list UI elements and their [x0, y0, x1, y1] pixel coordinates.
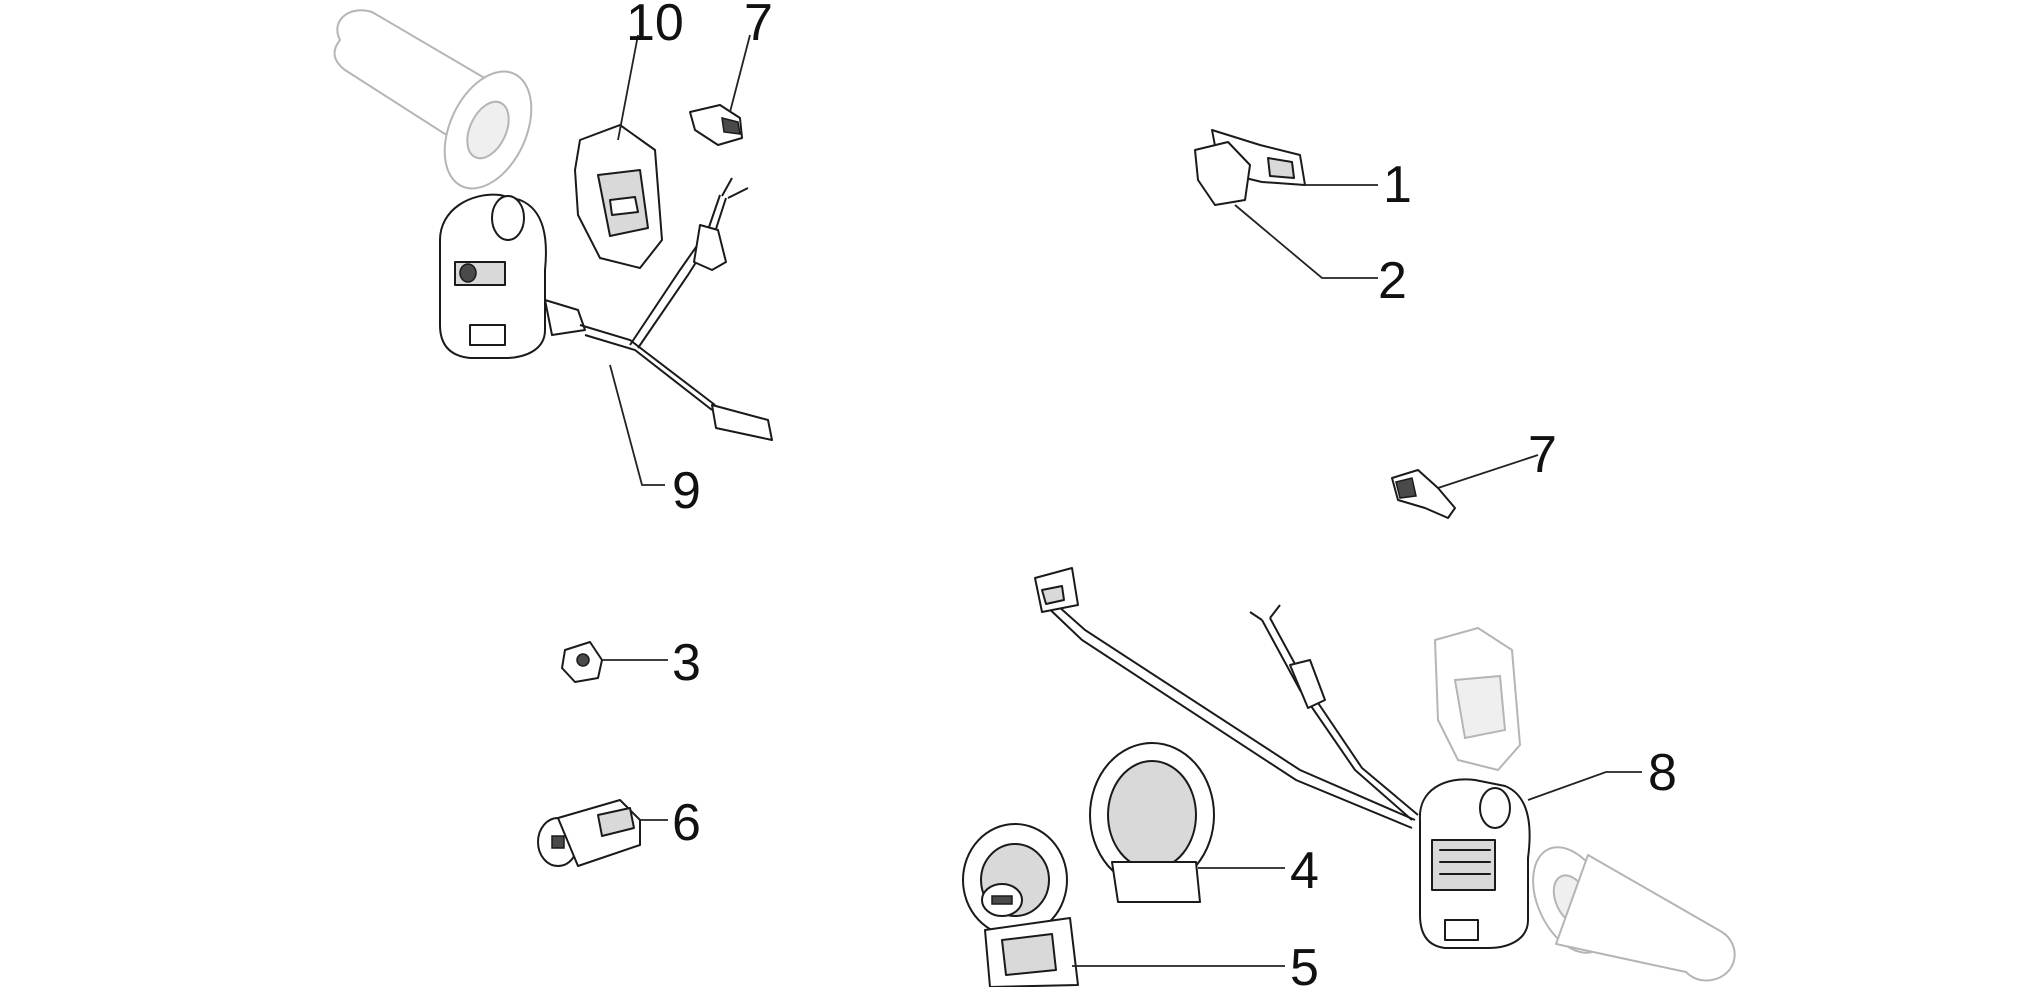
callout-10: 10: [626, 0, 684, 52]
ring-housing-part-4: [1089, 742, 1215, 903]
leader-7-right: [1437, 454, 1539, 489]
callout-8: 8: [1648, 744, 1677, 802]
callout-2: 2: [1378, 252, 1407, 310]
socket-part-6: [537, 799, 641, 867]
right-cover-ghost: [1434, 627, 1521, 771]
callout-7-top: 7: [744, 0, 773, 52]
callout-3: 3: [672, 634, 701, 692]
right-grip-ghost: [1532, 846, 1736, 982]
left-grip-ghost: [333, 9, 533, 190]
leader-10: [617, 34, 639, 141]
ignition-switch-part-5: [962, 823, 1079, 987]
bulb-part-7-right: [1391, 469, 1456, 519]
callout-4: 4: [1290, 842, 1319, 900]
leader-9: [609, 364, 665, 486]
callout-6: 6: [672, 794, 701, 852]
callout-7-right: 7: [1528, 426, 1557, 484]
bulb-part-7-top: [689, 104, 743, 146]
callout-1: 1: [1383, 156, 1412, 214]
lever-switch-part-1-2: [1194, 129, 1306, 206]
clip-part-3: [561, 641, 603, 683]
leader-7-top: [729, 34, 751, 113]
callout-9: 9: [672, 462, 701, 520]
leader-2: [1234, 204, 1378, 279]
right-switch-part-8: [1034, 567, 1531, 949]
cover-bracket-part-10: [574, 124, 663, 269]
callout-5: 5: [1290, 939, 1319, 987]
left-switch-part-9: [439, 177, 773, 441]
leader-8: [1527, 771, 1642, 801]
